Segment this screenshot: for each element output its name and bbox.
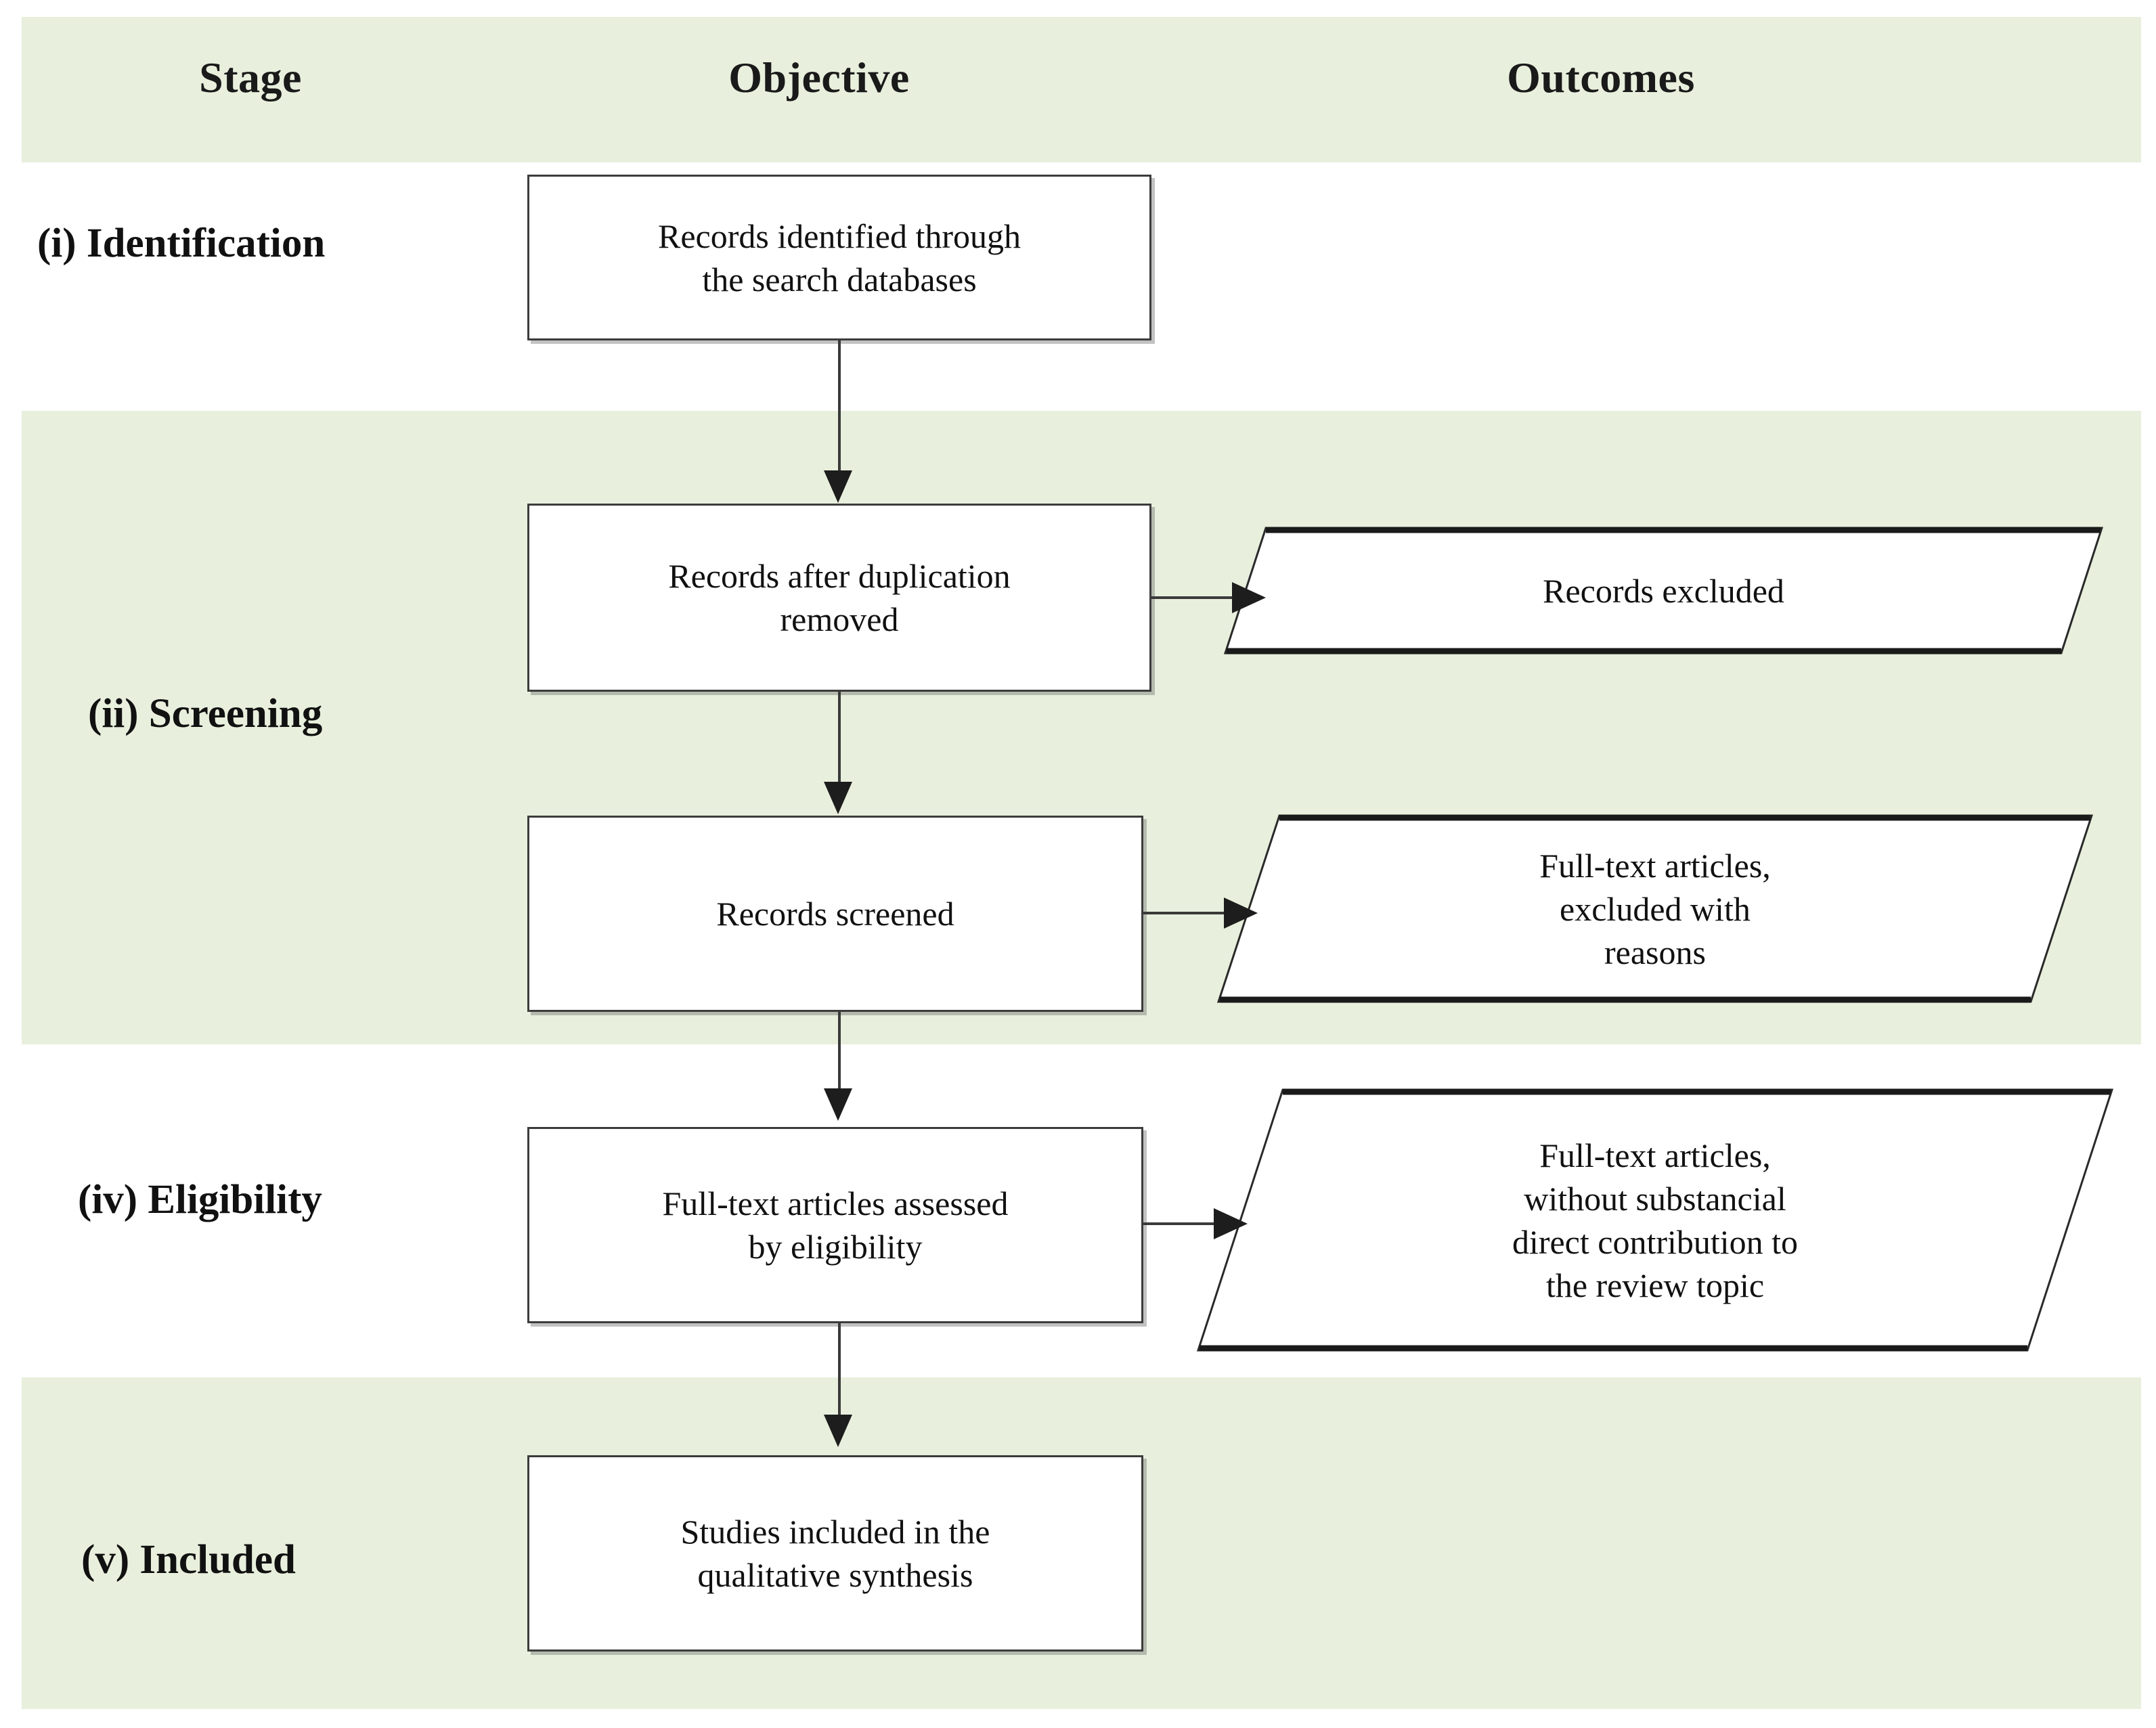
box-text-line2: by eligibility xyxy=(748,1228,923,1266)
arrow-down-icon xyxy=(824,1088,852,1121)
stage-band-header xyxy=(22,17,2141,162)
connector-screened-to-fulltext xyxy=(838,1012,841,1093)
column-header-objective: Objective xyxy=(728,53,910,102)
arrow-right-icon xyxy=(1214,1208,1248,1239)
process-box-records-identified: Records identified through the search da… xyxy=(527,175,1151,340)
stage-label-identification: (i) Identification xyxy=(37,221,326,266)
outcome-shape-fulltext-excluded: Full-text articles, excluded with reason… xyxy=(1216,814,2094,1003)
outcome-shape-records-excluded: Records excluded xyxy=(1223,527,2104,655)
box-text-line1: Full-text articles assessed xyxy=(662,1184,1009,1222)
stage-label-screening: (ii) Screening xyxy=(88,691,323,736)
parallelogram-icon xyxy=(1223,527,2104,655)
stage-label-eligibility: (iv) Eligibility xyxy=(78,1177,322,1222)
process-box-studies-included: Studies included in the qualitative synt… xyxy=(527,1455,1143,1652)
box-text-line1: Records screened xyxy=(716,895,954,933)
process-box-records-after-duplication-removed: Records after duplication removed xyxy=(527,504,1151,692)
connector-dedup-to-records-excluded xyxy=(1151,596,1239,599)
box-text-line1: Records identified through xyxy=(658,217,1021,255)
box-text-line1: Studies included in the xyxy=(680,1513,990,1551)
parallelogram-icon xyxy=(1196,1088,2114,1352)
arrow-down-icon xyxy=(824,1415,852,1447)
box-text-line1: Records after duplication xyxy=(668,557,1011,595)
connector-fulltext-to-included xyxy=(838,1323,841,1419)
stage-label-included: (v) Included xyxy=(81,1537,296,1582)
outcome-shape-no-substantial-contribution: Full-text articles, without substancial … xyxy=(1196,1088,2114,1352)
column-header-stage: Stage xyxy=(199,53,302,102)
parallelogram-icon xyxy=(1216,814,2094,1003)
connector-dedup-to-screened xyxy=(838,692,841,787)
box-text-line2: the search databases xyxy=(702,260,977,298)
arrow-down-icon xyxy=(824,782,852,814)
arrow-right-icon xyxy=(1232,582,1266,613)
arrow-right-icon xyxy=(1224,898,1258,929)
box-text-line2: removed xyxy=(780,600,899,638)
connector-screened-to-fulltext-excluded xyxy=(1143,912,1231,914)
process-box-records-screened: Records screened xyxy=(527,816,1143,1012)
connector-fulltext-to-no-contribution xyxy=(1143,1222,1221,1225)
connector-identified-to-dedup xyxy=(838,340,841,476)
arrow-down-icon xyxy=(824,470,852,503)
column-header-outcomes: Outcomes xyxy=(1507,53,1695,102)
process-box-fulltext-assessed: Full-text articles assessed by eligibili… xyxy=(527,1127,1143,1323)
box-text-line2: qualitative synthesis xyxy=(697,1556,973,1594)
